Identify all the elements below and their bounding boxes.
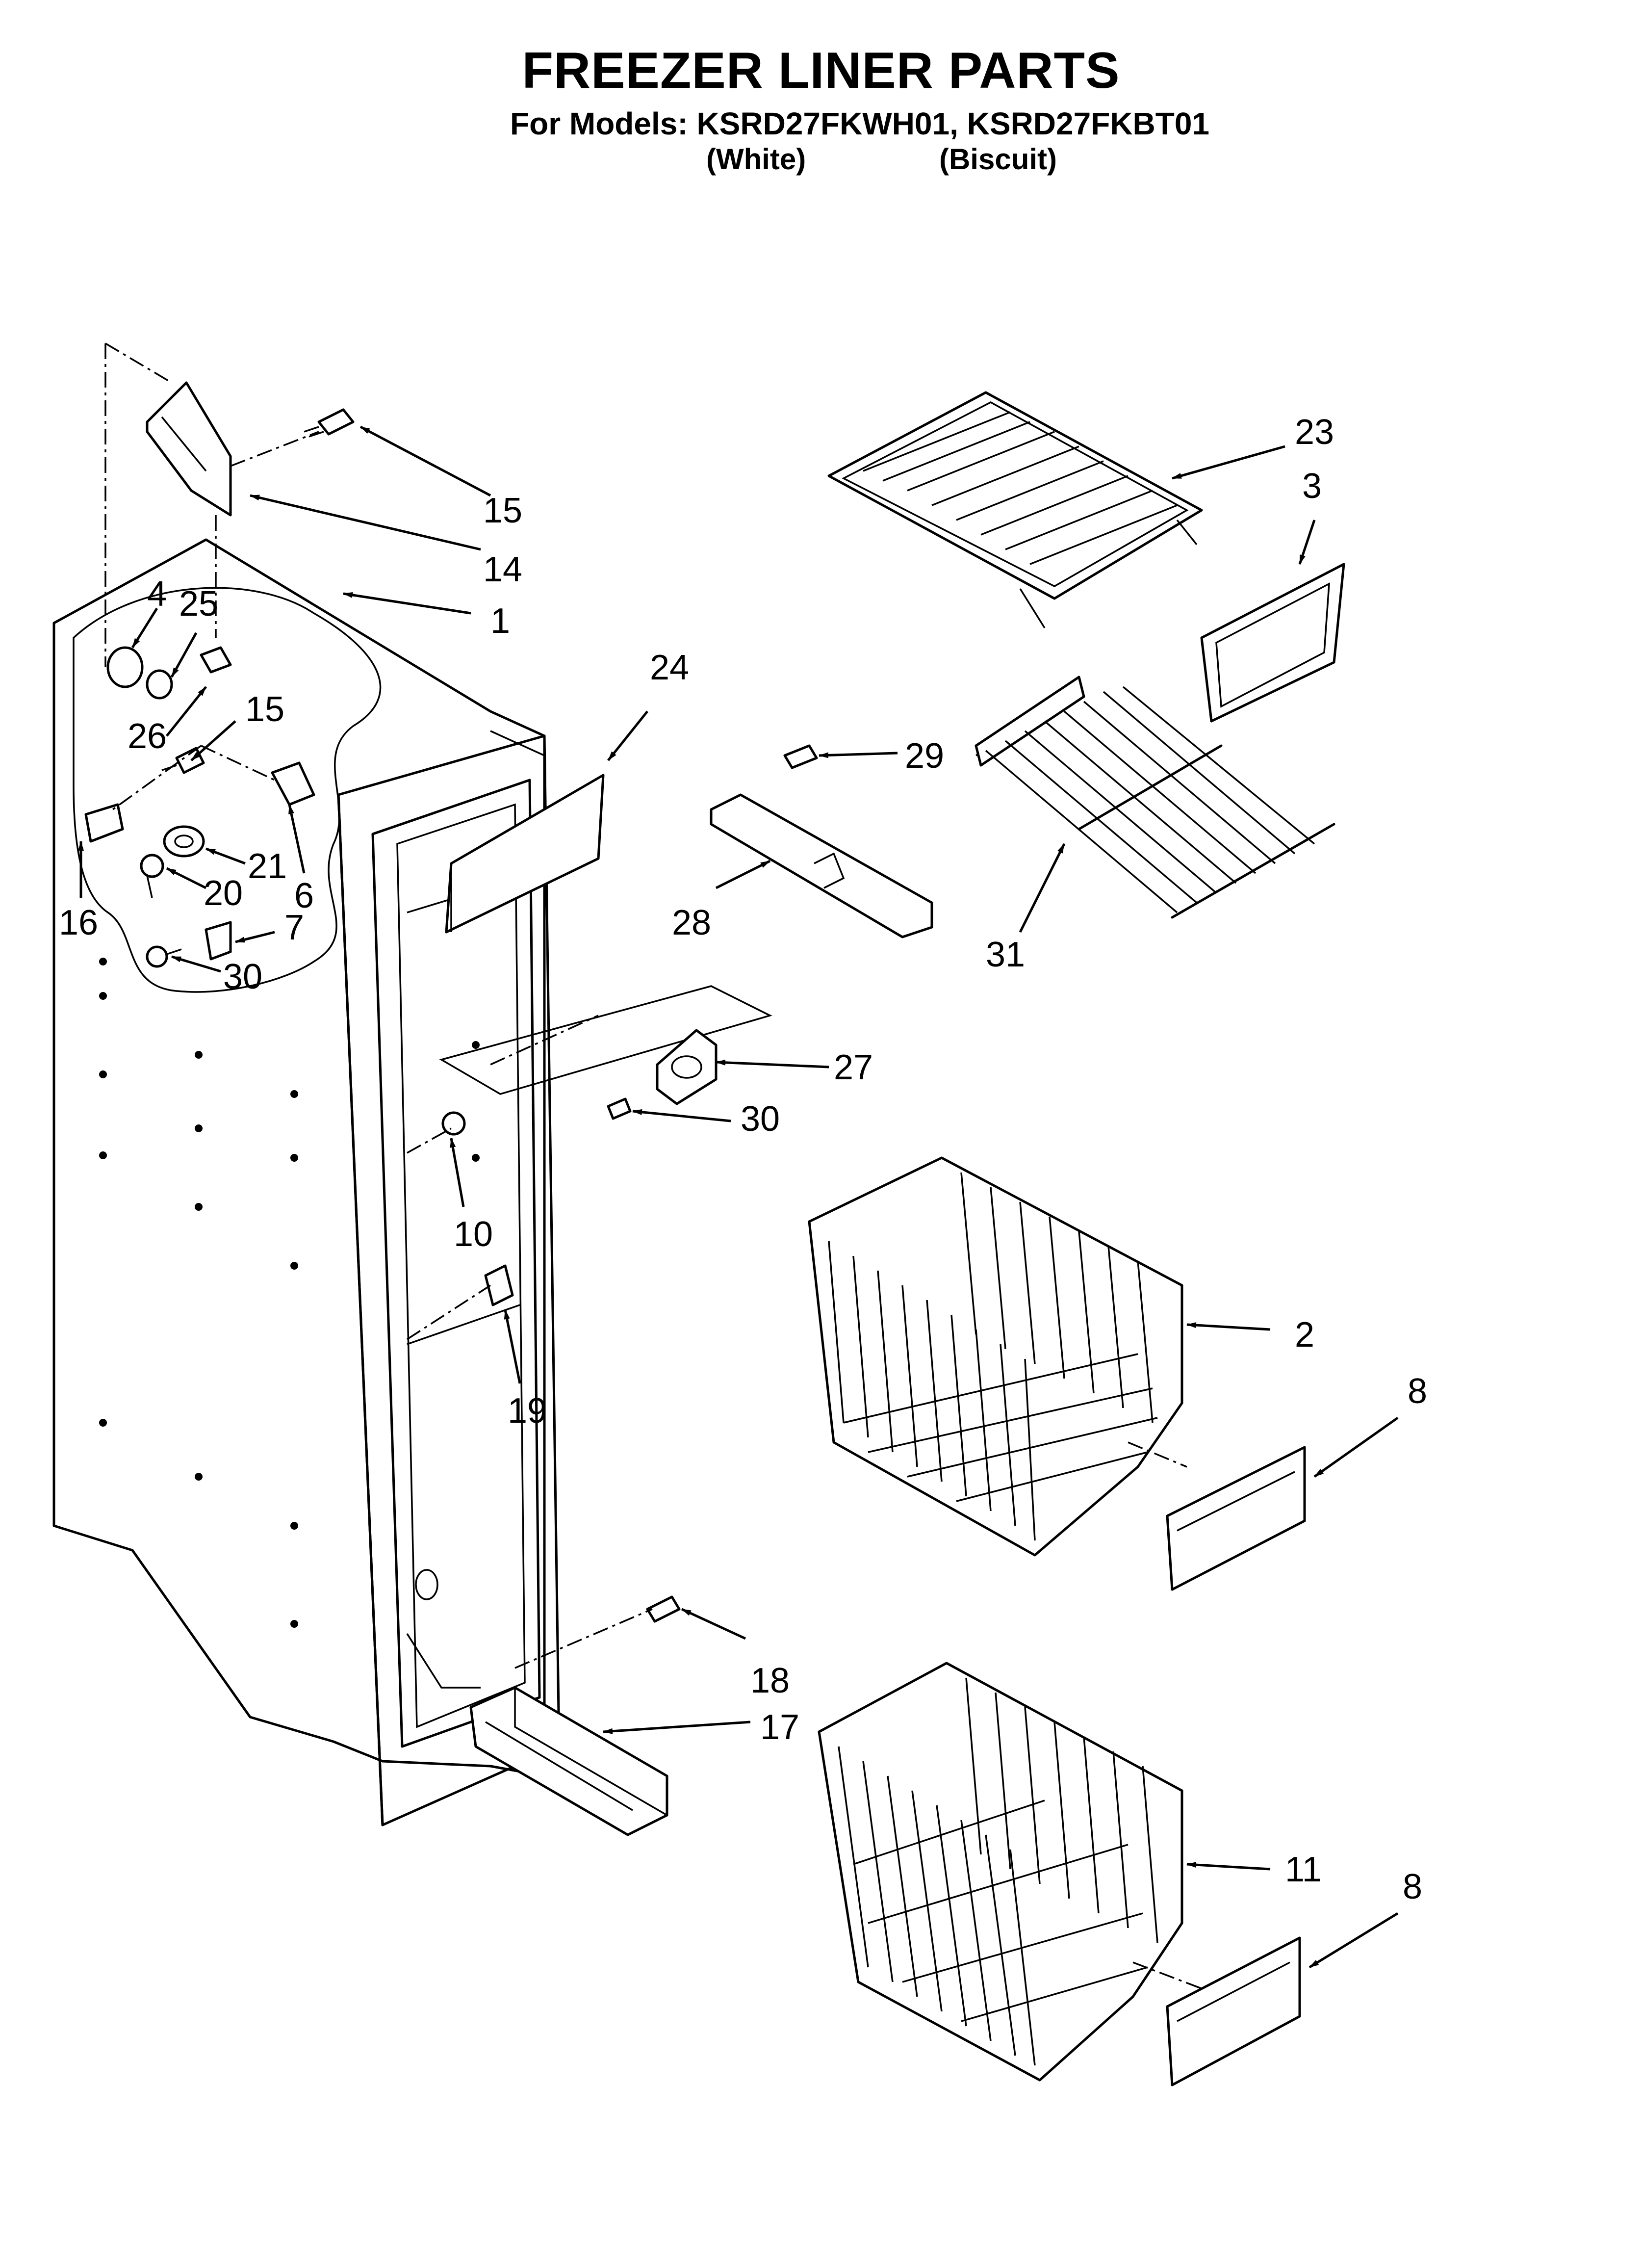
screw-icon [140,854,164,898]
page-title: FREEZER LINER PARTS [522,42,1120,99]
upper-basket [808,1156,1187,1557]
light-socket [441,1111,466,1136]
callout-label: 18 [750,1661,790,1700]
callout-label: 17 [760,1708,799,1747]
callout-label: 25 [179,584,218,624]
callout-label: 30 [741,1099,780,1139]
screw-icon [783,744,818,769]
screw-icon [146,945,182,968]
callout-label: 15 [483,491,522,530]
callout-label: 15 [245,690,284,729]
glass-shelf [827,391,1203,628]
callout-label: 10 [454,1215,493,1254]
shelf-front-panel [1200,563,1345,723]
callout-label: 7 [284,908,304,947]
bracket-icon [84,761,315,961]
basket-front-lower [1166,1936,1301,2086]
callout-label: 26 [128,717,167,756]
plug-icon [106,646,232,700]
callout-pointers [78,425,1399,1969]
bottom-grille [469,1686,668,1836]
callout-label: 23 [1295,413,1334,452]
callout-label: 28 [672,903,711,942]
callout-label: 24 [650,648,689,687]
callout-label: 20 [204,874,243,913]
variant-biscuit: (Biscuit) [939,143,1057,176]
callout-label: 2 [1295,1315,1314,1355]
callout-label: 14 [483,550,522,589]
callout-label: 8 [1403,1867,1422,1906]
callout-label: 11 [1285,1850,1322,1889]
callout-label: 30 [223,957,262,996]
screw-icon [304,408,355,438]
models-subtitle: For Models: KSRD27FKWH01, KSRD27FKBT01 [510,106,1209,141]
callout-labels: 15 14 1 4 25 26 15 21 20 6 16 7 30 24 23… [59,413,1427,1906]
wire-shelf [975,676,1335,919]
knob-icon [163,825,205,858]
callout-label: 16 [59,903,98,942]
switch-icon [484,1264,514,1306]
hinge-bracket [146,381,232,517]
callout-label: 8 [1408,1372,1427,1411]
callout-label: 19 [508,1391,547,1431]
screw-icon [607,1097,632,1120]
callout-label: 29 [905,736,944,776]
lower-basket [818,1662,1236,2082]
callout-label: 31 [986,935,1025,974]
callout-label: 21 [248,847,287,886]
trim-strip [445,774,605,934]
basket-front-upper [1166,1446,1306,1591]
screw-icon [646,1595,681,1623]
shelf-support-rail [710,793,933,938]
callout-label: 27 [834,1048,873,1087]
light-housing [439,985,772,1105]
callout-label: 3 [1302,467,1322,506]
variant-white: (White) [706,143,806,176]
callout-label: 6 [294,876,314,915]
freezer-liner [52,538,561,1826]
callout-label: 4 [147,574,167,614]
callout-label: 1 [490,601,510,641]
